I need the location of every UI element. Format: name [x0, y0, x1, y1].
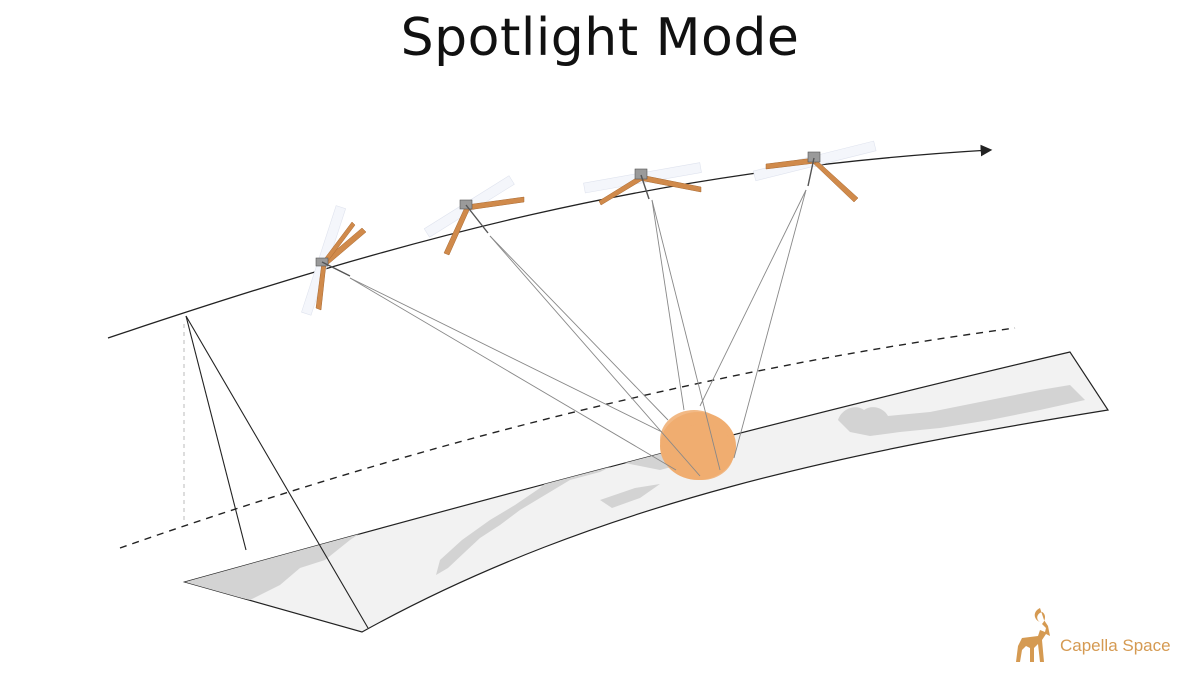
- satellite-3: [583, 162, 702, 206]
- satellite-4: [752, 140, 877, 203]
- brand-name: Capella Space: [1060, 636, 1171, 655]
- beam-lines: [349, 189, 807, 477]
- spotlight-footprint: [660, 410, 736, 480]
- orbit-path: [107, 144, 993, 339]
- ibex-icon: [1016, 608, 1050, 662]
- landmass-east: [838, 385, 1085, 436]
- satellite-1: [301, 205, 367, 316]
- landmass-island: [600, 484, 660, 508]
- brand-logo: Capella Space: [1012, 606, 1171, 664]
- satellite-2: [423, 175, 525, 256]
- reference-beam: [183, 315, 369, 629]
- page-title: Spotlight Mode: [400, 8, 800, 68]
- ground-track: [119, 327, 1016, 549]
